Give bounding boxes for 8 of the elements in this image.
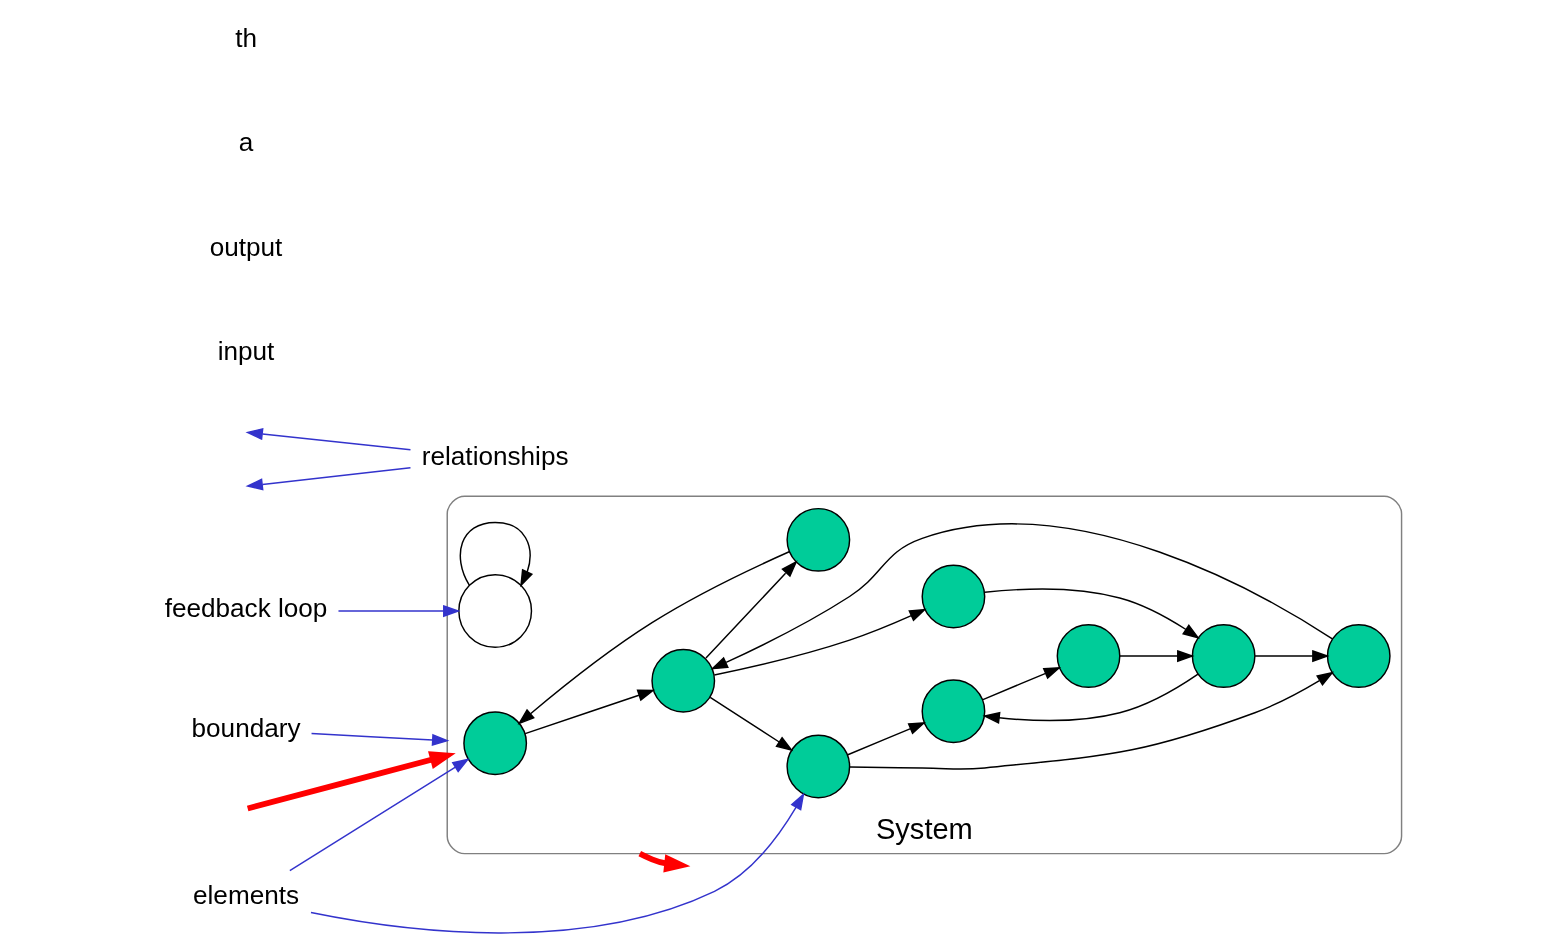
label: th <box>235 22 257 53</box>
node-text: relationships <box>421 440 569 471</box>
label: output <box>209 231 283 262</box>
label: a <box>238 127 254 158</box>
node-text: boundary <box>191 712 301 743</box>
label: input <box>217 336 275 367</box>
node-text: elements <box>193 879 300 910</box>
node-text: feedback loop <box>164 593 328 624</box>
